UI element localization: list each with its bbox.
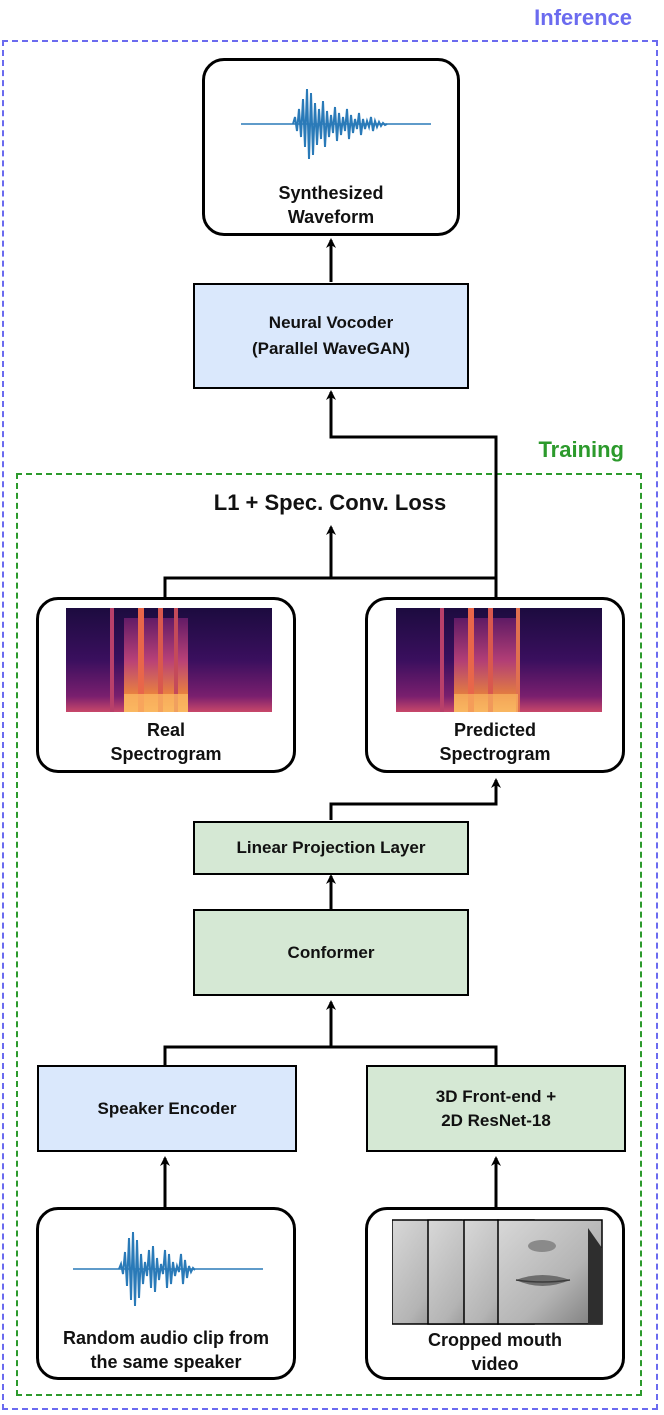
predicted-spectrogram-caption: Predicted Spectrogram [439, 720, 551, 764]
audio-clip-card: Random audio clip from the same speaker [36, 1207, 296, 1380]
waveform-icon [241, 88, 431, 160]
neural-vocoder-sublabel: (Parallel WaveGAN) [251, 339, 411, 358]
frontend-label: 3D Front-end + [435, 1086, 557, 1106]
conformer-box: Conformer [193, 909, 469, 996]
neural-vocoder-label: Neural Vocoder [268, 313, 394, 332]
predicted-spectrogram-card: Predicted Spectrogram [365, 597, 625, 773]
predicted-spectrogram-image [396, 608, 602, 712]
inference-frame [2, 40, 658, 1410]
mouth-video-caption: Cropped mouth video [428, 1330, 562, 1374]
mouth-video-frames-icon [392, 1219, 603, 1325]
speaker-encoder-label: Speaker Encoder [97, 1098, 237, 1118]
audio-clip-waveform-icon [73, 1231, 263, 1307]
speaker-encoder-box: Speaker Encoder [37, 1065, 297, 1152]
conformer-label: Conformer [287, 942, 375, 962]
linear-projection-layer-box: Linear Projection Layer [193, 821, 469, 875]
synthesized-waveform-caption: Synthesized Waveform [278, 183, 384, 227]
real-spectrogram-card: Real Spectrogram [36, 597, 296, 773]
frontend-sublabel: 2D ResNet-18 [441, 1110, 551, 1130]
real-spectrogram-caption: Real Spectrogram [110, 720, 222, 764]
training-frame [16, 473, 642, 1396]
synthesized-waveform-card: Synthesized Waveform [202, 58, 460, 236]
audio-clip-caption: Random audio clip from the same speaker [62, 1328, 269, 1372]
neural-vocoder-box: Neural Vocoder (Parallel WaveGAN) [193, 283, 469, 389]
inference-label: Inference [534, 5, 632, 30]
linear-projection-layer-label: Linear Projection Layer [236, 838, 426, 857]
training-label: Training [538, 437, 624, 462]
real-spectrogram-image [66, 608, 272, 712]
frontend-box: 3D Front-end + 2D ResNet-18 [366, 1065, 626, 1152]
loss-label: L1 + Spec. Conv. Loss [213, 490, 447, 515]
mouth-video-card: Cropped mouth video [365, 1207, 625, 1380]
